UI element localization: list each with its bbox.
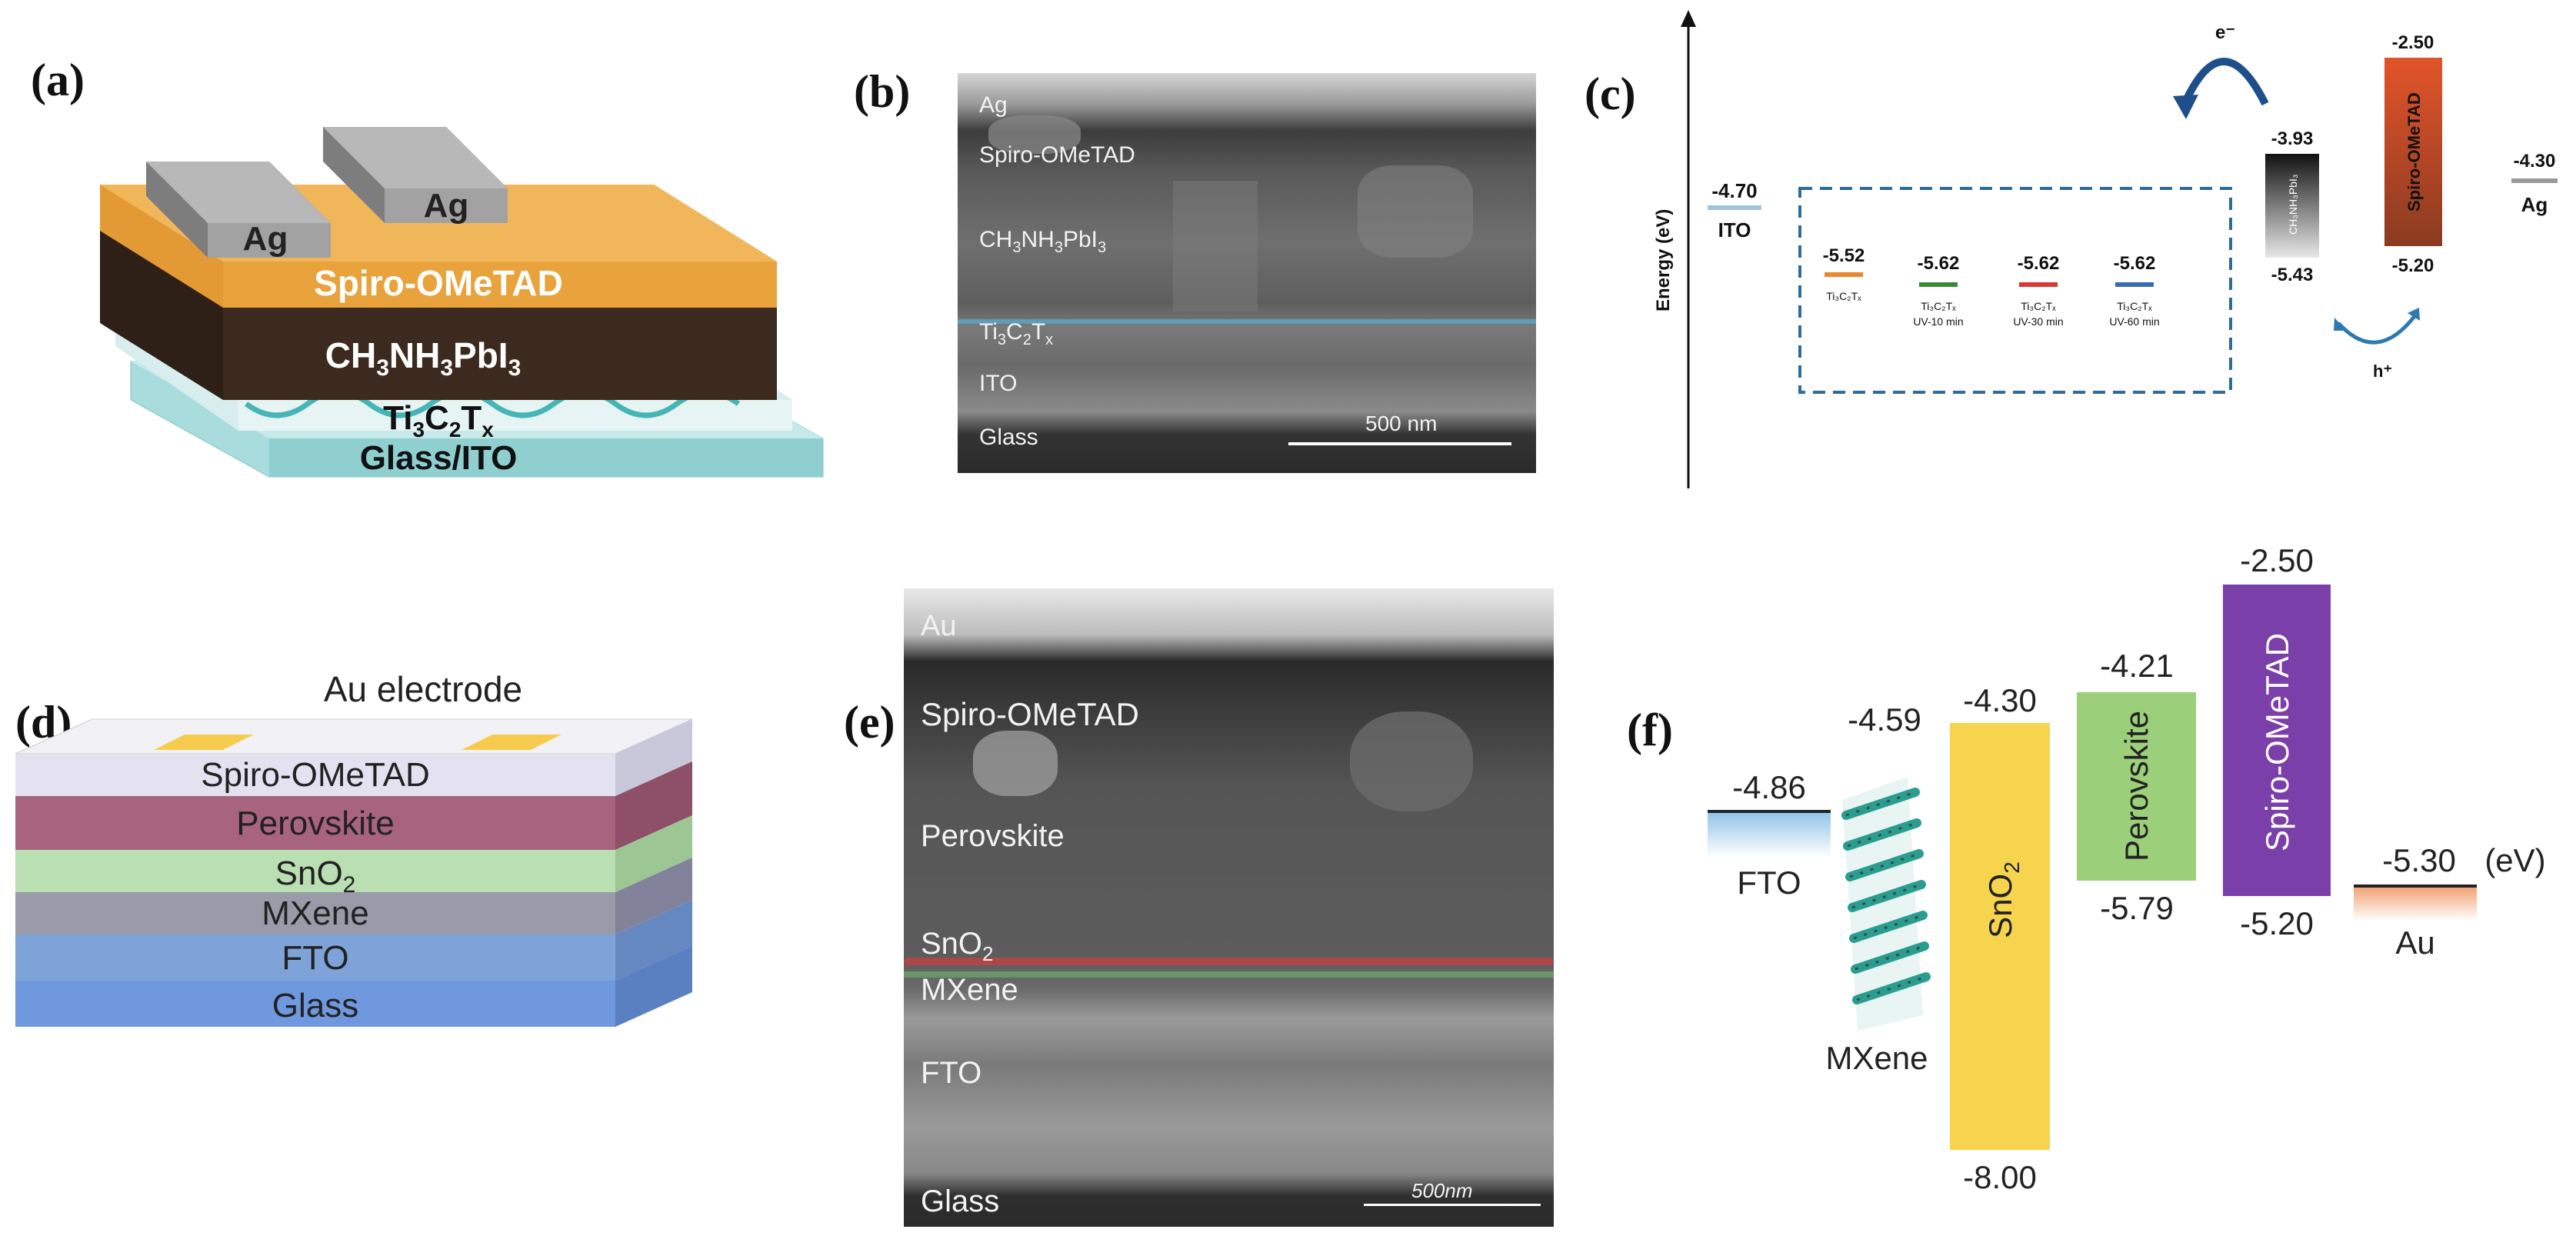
spiro-bot-c: -5.20 [2392,255,2434,276]
sem-e-sno2: SnO2 [921,927,994,965]
sem-e-scalebar-label: 500nm [1411,1179,1473,1202]
layer-sno2-d: SnO2 [15,815,692,898]
spiro-bot-f: -5.20 [2240,905,2314,941]
device-stack-a: Ag Ag Spiro-OMeTAD CH3NH3PbI3 Ti3C2Tx Gl… [100,127,824,478]
energy-diagram-f: -4.86 FTO -4.59 MXene -4.30 -8.00 SnO2 -… [1708,542,2546,1195]
spiro-top-f: -2.50 [2240,542,2314,578]
perovskite-label-a: CH3NH3PbI3 [325,335,522,381]
mxene-level-0: -5.52 Ti₃C₂Tₓ [1823,245,1865,302]
layer-glass-d: Glass [15,946,692,1027]
sem-b-ito: ITO [979,371,1018,396]
ag-value-c: -4.30 [2514,151,2556,172]
sem-b-glass: Glass [979,425,1038,450]
sno2-band-f [1950,723,2050,1150]
spiro-band-f [2223,585,2331,896]
svg-text:Ti₃C₂Tₓ: Ti₃C₂Tₓ [1826,290,1861,302]
ag-label-c: Ag [2521,193,2548,216]
layer-mxene-d: MXene [15,858,692,935]
svg-text:-5.52: -5.52 [1823,245,1865,266]
mxene-level-1: -5.62 Ti₃C₂Tₓ UV-10 min [1913,253,1963,328]
svg-text:-5.62: -5.62 [2114,253,2156,274]
device-stack-d: Au electrode Spiro-OMeTAD Perovskite SnO… [15,669,693,1027]
sem-image-e: Au Spiro-OMeTAD Perovskite SnO2 MXene FT… [904,588,1554,1227]
sem-b-scalebar-label: 500 nm [1365,411,1438,435]
sem-e-perovskite: Perovskite [921,819,1065,853]
fto-value-f: -4.86 [1732,769,1806,805]
spiro-name-f: Spiro-OMeTAD [2259,633,2295,851]
ag-label-1: Ag [243,220,288,258]
perovskite-bot-f: -5.79 [2100,890,2174,926]
mxene-label-a: Ti3C2Tx [383,399,494,441]
perovskite-name-f: Perovskite [2118,711,2154,861]
sem-b-spiro: Spiro-OMeTAD [979,142,1135,168]
ag-label-2: Ag [424,187,469,225]
perovskite-top-c: -3.93 [2271,128,2314,149]
ito-value-c: -4.70 [1711,179,1757,202]
glass-ito-label-a: Glass/ITO [360,439,518,477]
energy-axis-label-c: Energy (eV) [1653,209,1674,312]
panel-label-c: (c) [1585,68,1636,119]
panel-label-a: (a) [31,55,85,105]
sem-e-spiro: Spiro-OMeTAD [921,696,1139,732]
spiro-name-c: Spiro-OMeTAD [2404,92,2424,212]
perovskite-band-c [2265,154,2319,258]
perovskite-name-c: CH₃NH₃PbI₃ [2287,174,2299,235]
au-electrode-label-d: Au electrode [324,669,522,709]
mxene-level-2: -5.62 Ti₃C₂Tₓ UV-30 min [2013,253,2063,328]
mxene-structure-icon [1841,777,1931,1031]
sno2-top-f: -4.30 [1963,682,2037,718]
panel-label-b: (b) [854,66,911,117]
sem-e-fto: FTO [921,1056,982,1090]
spiro-label-a: Spiro-OMeTAD [314,263,563,303]
hole-label-c: h⁺ [2373,361,2392,381]
svg-text:SnO2: SnO2 [275,855,356,898]
svg-text:Perovskite: Perovskite [236,805,394,842]
ito-label-c: ITO [1718,218,1751,242]
sem-b-ag: Ag [979,92,1008,118]
perovskite-bot-c: -5.43 [2271,265,2314,285]
au-unit-f: (eV) [2484,842,2545,878]
svg-text:Glass: Glass [272,987,358,1024]
au-value-f: -5.30 [2382,842,2456,878]
panel-label-e: (e) [844,697,895,748]
electron-label-c: e⁻ [2215,22,2235,43]
svg-text:Spiro-OMeTAD: Spiro-OMeTAD [201,756,429,794]
sem-b-perovskite: CH3NH3PbI3 [979,227,1107,256]
svg-text:-5.62: -5.62 [1918,253,1960,274]
mxene-label-f: MXene [1825,1040,1928,1076]
au-label-f: Au [2395,925,2434,961]
sem-e-au: Au [921,610,957,642]
spiro-top-c: -2.50 [2392,32,2434,53]
mxene-value-f: -4.59 [1848,701,1921,738]
sno2-bot-f: -8.00 [1963,1159,2037,1195]
layer-perovskite-d: Perovskite [15,761,692,850]
spiro-band-c [2384,58,2442,246]
fto-label-f: FTO [1737,865,1801,901]
sem-b-mxene: Ti3C2Tx [979,319,1054,348]
svg-text:Ti₃C₂Tₓ: Ti₃C₂Tₓ [2021,300,2056,312]
panel-label-f: (f) [1627,705,1673,755]
svg-text:MXene: MXene [262,895,368,932]
svg-text:-5.62: -5.62 [2018,253,2060,274]
mxene-level-3: -5.62 Ti₃C₂Tₓ UV-60 min [2109,253,2159,328]
svg-text:Ti₃C₂Tₓ: Ti₃C₂Tₓ [1921,300,1956,312]
svg-text:UV-30 min: UV-30 min [2013,315,2063,328]
sem-e-glass: Glass [921,1184,1000,1218]
sem-image-b: Ag Spiro-OMeTAD CH3NH3PbI3 Ti3C2Tx ITO G… [958,73,1536,473]
layer-spiro-d: Spiro-OMeTAD [15,719,692,796]
sem-e-mxene: MXene [921,973,1018,1007]
layer-fto-d: FTO [15,900,692,981]
svg-text:FTO: FTO [282,939,348,977]
svg-text:UV-10 min: UV-10 min [1913,315,1963,328]
perovskite-band-f [2077,692,2196,881]
svg-text:Ti₃C₂Tₓ: Ti₃C₂Tₓ [2117,300,2152,312]
energy-diagram-c: Energy (eV) -4.70 ITO -5.52 Ti₃C₂Tₓ -5.6… [1653,10,2558,488]
sno2-name-f: SnO2 [1982,861,2024,938]
perovskite-top-f: -4.21 [2100,648,2174,684]
svg-text:UV-60 min: UV-60 min [2109,315,2159,328]
